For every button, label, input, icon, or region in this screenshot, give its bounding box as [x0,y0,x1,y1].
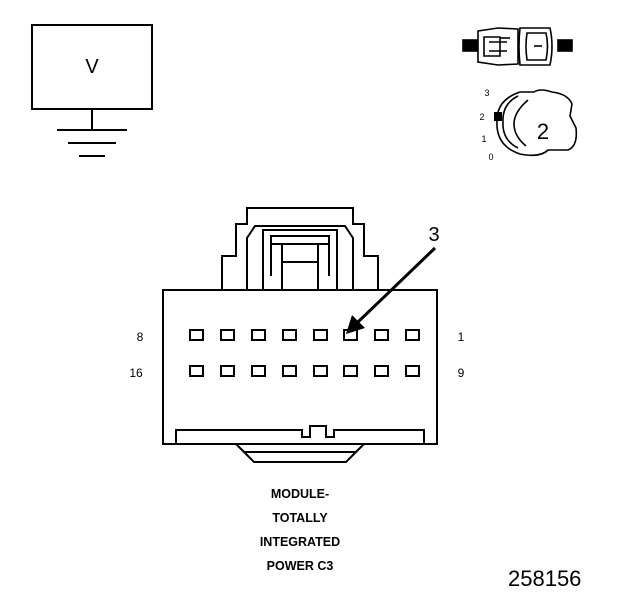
pin-label-8: 8 [137,330,144,344]
switch-position-0: 0 [488,152,493,162]
pin-cavity [251,329,266,341]
test-probe-icon [462,27,573,66]
pin-cavity [313,365,328,377]
connector-latch [221,207,379,291]
caption-line-3: INTEGRATED [259,535,341,549]
switch-position-1: 1 [481,134,486,144]
caption-line-2: TOTALLY [272,511,328,525]
pin-cavity [189,329,204,341]
pin-cavity [189,365,204,377]
pin-label-9: 9 [458,366,465,380]
pin-row-top [189,329,420,341]
pin-cavity [220,329,235,341]
pin-cavity [374,365,389,377]
switch-selected-number: 2 [537,119,549,144]
callout-arrow [346,246,437,334]
voltmeter [31,24,153,157]
pin-row-bottom [189,365,420,377]
rotary-switch-icon [494,89,578,157]
pin-cavity [405,365,420,377]
voltmeter-symbol: V [85,56,99,78]
connector-body [162,289,438,463]
switch-position-3: 3 [484,88,489,98]
pin-label-1: 1 [458,330,465,344]
pin-cavity [251,365,266,377]
pin-cavity [343,365,358,377]
pin-cavity [282,365,297,377]
pin-cavity [374,329,389,341]
pin-label-16: 16 [129,366,143,380]
pin-cavity [282,329,297,341]
connector-caption: MODULE- TOTALLY INTEGRATED POWER C3 [200,482,400,578]
pin-cavity [405,329,420,341]
pin-cavity [313,329,328,341]
caption-line-1: MODULE- [270,487,330,501]
figure-number: 258156 [508,566,582,591]
switch-position-2: 2 [479,112,484,122]
pin-cavity [220,365,235,377]
callout-number: 3 [428,224,439,246]
caption-line-4: POWER C3 [266,559,334,573]
